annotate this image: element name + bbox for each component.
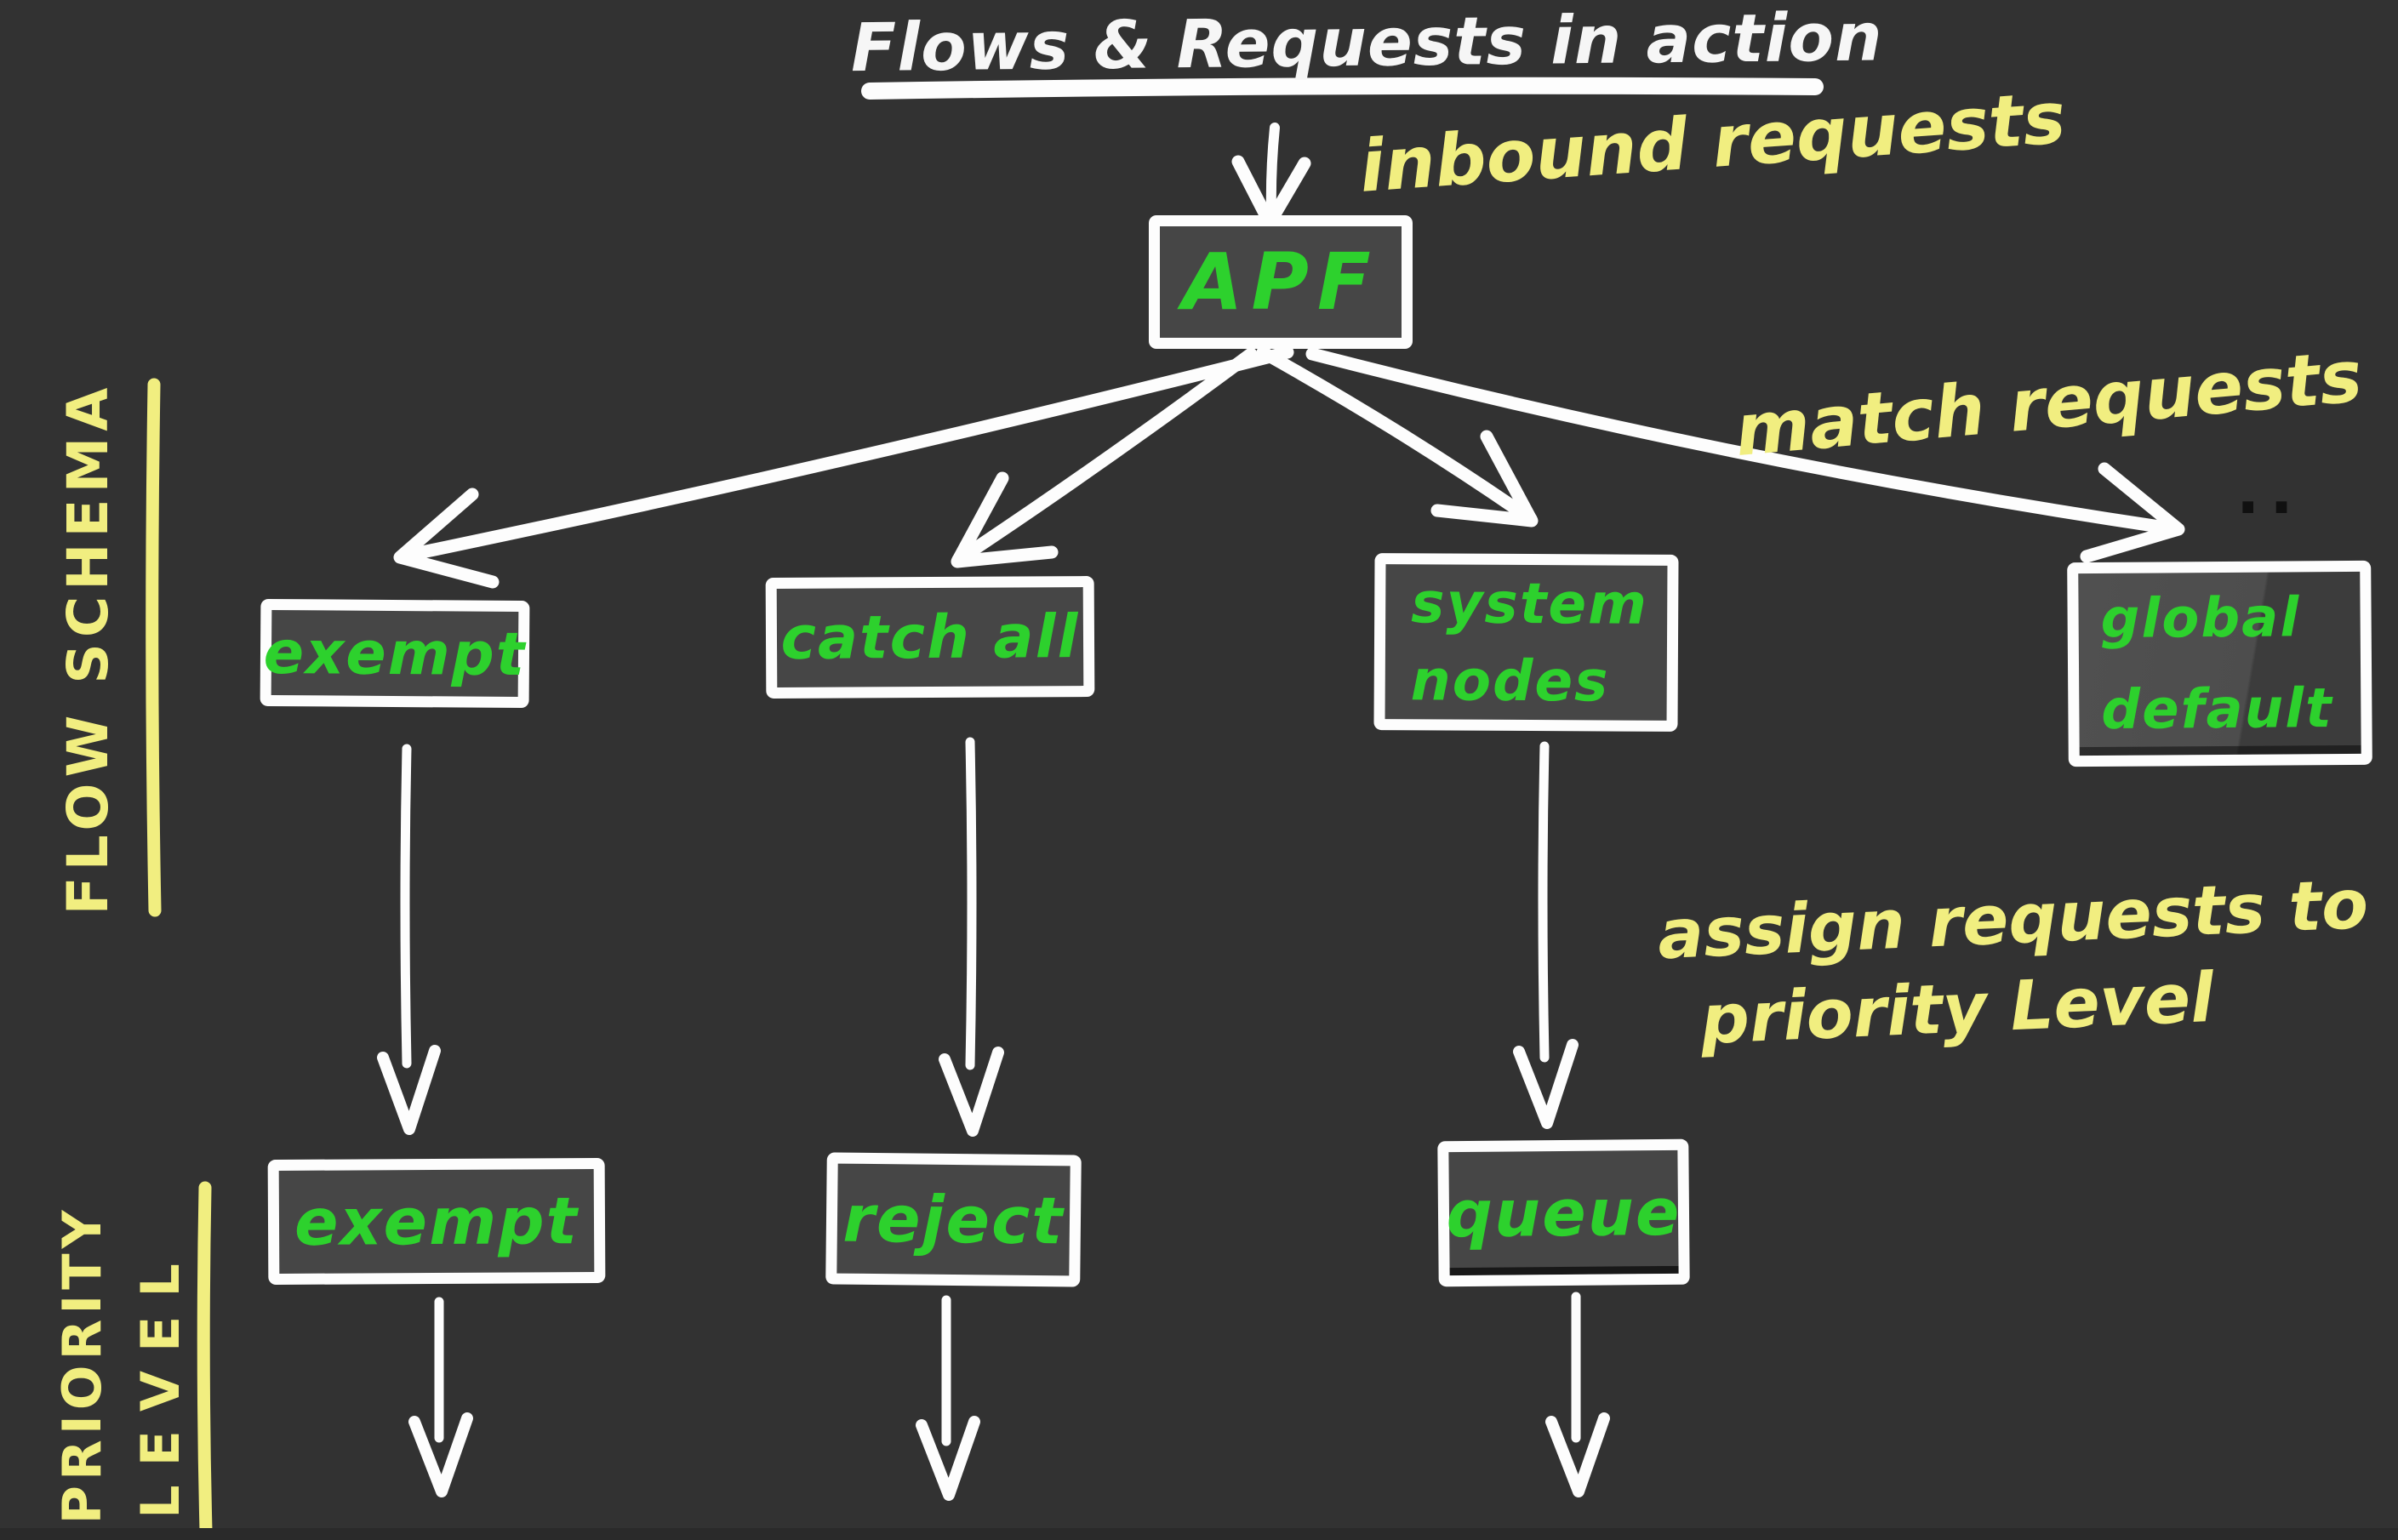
node-label: reject [842,1180,1065,1259]
node-flow-schema-exempt: exempt [260,598,530,709]
arrow-queue-down [1545,1292,1610,1497]
arrow-inbound [1231,123,1311,230]
node-label-line2: nodes [1410,647,1610,715]
priority-level-section-label-line1: PRIORITY [51,1205,113,1525]
node-label: catch all [780,602,1080,673]
assign-requests-label: assign requests to priority Level [1656,861,2374,1065]
node-apf: APF [1149,215,1413,349]
arrow-apf-to-catch-all [951,347,1258,568]
arrow-apf-to-global-default [1305,347,2185,563]
diagram-title: Flows & Requests in action [850,0,1883,88]
arrow-systemnodes-to-queue [1513,741,1579,1129]
flow-schema-section-label: FLOW SCHEMA [55,381,121,915]
flow-schema-underline [146,378,162,917]
arrow-apf-to-exempt [393,345,1294,589]
node-flow-schema-catch-all: catch all [765,575,1095,699]
canvas-bottom-edge [0,1528,2398,1540]
node-flow-schema-global-default: global default [2067,560,2372,767]
node-apf-label: APF [1182,237,1379,328]
node-priority-level-queue: queue [1437,1138,1690,1287]
arrow-catchall-to-reject [939,737,1004,1137]
node-label: exempt [294,1183,580,1260]
node-label-line1: global [2100,585,2301,651]
stray-dots-mark: .. [2236,456,2304,528]
priority-level-underline [197,1181,213,1537]
node-priority-level-reject: reject [825,1152,1082,1287]
node-label: exempt [263,617,527,690]
arrow-reject-down [916,1295,980,1501]
priority-level-section-label-line2: LEVEL [129,1245,191,1519]
node-flow-schema-system-nodes: system nodes [1373,553,1679,732]
node-label: queue [1446,1173,1681,1252]
title-underline [861,77,1824,100]
node-priority-level-exempt: exempt [267,1157,606,1286]
arrow-exempt-down [408,1297,473,1497]
arrow-exempt-to-exempt [377,744,441,1135]
arrow-apf-to-system-nodes [1256,345,1539,528]
node-label-line2: default [2101,676,2333,742]
node-label-line1: system [1411,570,1649,637]
